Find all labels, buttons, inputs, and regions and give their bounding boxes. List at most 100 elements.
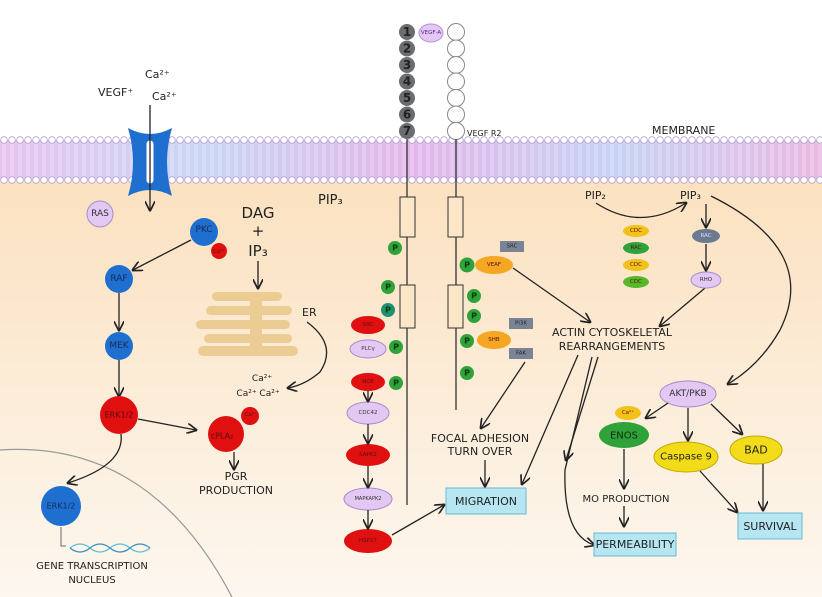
svg-text:P: P	[471, 292, 477, 301]
svg-text:RAC: RAC	[630, 245, 641, 251]
src-box	[500, 241, 524, 252]
svg-text:RAS: RAS	[91, 209, 109, 219]
actin-label: ACTIN CYTOSKELETAL	[552, 326, 673, 339]
svg-text:6: 6	[403, 108, 411, 122]
no-production-label: MO PRODUCTION	[583, 494, 670, 505]
svg-text:Ca²⁺: Ca²⁺	[245, 411, 257, 418]
svg-text:SHB: SHB	[488, 337, 500, 343]
svg-text:CDC: CDC	[630, 262, 642, 268]
survival-label: SURVIVAL	[743, 520, 797, 533]
svg-text:VEGF-A: VEGF-A	[421, 30, 442, 36]
survival-box	[737, 512, 803, 540]
membrane-label: MEMBRANE	[652, 124, 715, 137]
nucleus-envelope	[0, 448, 233, 597]
permeability-box	[593, 532, 677, 557]
pip2-label: PIP₂	[585, 189, 606, 202]
vegf-a-ligand	[418, 23, 444, 43]
svg-text:PI3K: PI3K	[515, 321, 527, 327]
svg-text:P: P	[464, 337, 470, 346]
svg-text:CDC42: CDC42	[359, 410, 378, 416]
receptor-domains: 1 2 3 4 5 6 7	[399, 24, 415, 139]
endoplasmic-reticulum	[196, 292, 298, 356]
nucleus-label: NUCLEUS	[68, 575, 115, 586]
svg-text:2: 2	[403, 42, 411, 56]
focal-adhesion-label: FOCAL ADHESION	[431, 432, 529, 445]
plus-label: +	[252, 222, 265, 240]
rho-node	[690, 271, 722, 289]
caspase9-node	[653, 441, 719, 473]
svg-text:SAPK2: SAPK2	[359, 452, 377, 458]
enos-node	[599, 422, 649, 448]
receptor-domains-empty	[447, 23, 465, 140]
dna-helix-icon	[69, 543, 151, 553]
svg-text:AKT/PKB: AKT/PKB	[669, 389, 706, 399]
permeability-label: PERMEABILITY	[596, 538, 675, 551]
plcg-node	[349, 339, 387, 359]
raf-node	[105, 265, 133, 293]
gene-transcription-label: GENE TRANSCRIPTION	[36, 561, 148, 572]
svg-text:Ca²⁺: Ca²⁺	[622, 409, 634, 416]
svg-text:RAC: RAC	[700, 233, 711, 239]
svg-text:PKC: PKC	[195, 225, 212, 235]
vegfr2-label: VEGF R2	[467, 129, 502, 138]
svg-text:3: 3	[403, 58, 411, 72]
src-node	[351, 316, 385, 334]
sapk2-node	[346, 444, 390, 466]
vegf-adapter-node	[475, 256, 513, 274]
svg-text:5: 5	[403, 91, 411, 105]
svg-text:cPLA₂: cPLA₂	[211, 432, 234, 441]
svg-text:CDC: CDC	[630, 228, 642, 234]
pip3-label: PIP₃	[318, 193, 343, 208]
pi3k-box	[509, 318, 533, 329]
svg-text:SRC: SRC	[363, 322, 374, 328]
migration-box	[445, 487, 527, 515]
cpla2-ca-node	[241, 407, 259, 425]
svg-text:FAK: FAK	[516, 351, 526, 357]
bad-node	[729, 435, 783, 465]
fak-box	[509, 348, 533, 359]
dag-label: DAG	[242, 204, 275, 222]
svg-text:HSP27: HSP27	[359, 538, 377, 544]
mek-node	[105, 332, 133, 360]
svg-text:PLCγ: PLCγ	[361, 346, 375, 352]
svg-text:VEAF: VEAF	[487, 262, 501, 268]
phospho-sites: P P P P P P P P P P	[381, 241, 481, 390]
svg-text:Ca²⁺: Ca²⁺	[213, 248, 225, 255]
svg-text:ERK1/2: ERK1/2	[105, 411, 134, 420]
svg-text:7: 7	[403, 124, 411, 138]
svg-text:P: P	[464, 261, 470, 270]
cell-membrane	[0, 136, 822, 184]
actin-label-2: REARRANGEMENTS	[559, 340, 666, 353]
ca-release-label: Ca²⁺	[252, 374, 272, 384]
svg-text:RHO: RHO	[700, 277, 713, 283]
svg-text:Caspase 9: Caspase 9	[660, 452, 712, 463]
svg-text:P: P	[392, 244, 398, 253]
hsp27-node	[344, 529, 392, 553]
pgr-label: PGR	[225, 470, 248, 483]
ca-ion-label-2: Ca²⁺	[152, 90, 177, 103]
svg-text:P: P	[471, 312, 477, 321]
svg-text:4: 4	[403, 75, 411, 89]
svg-text:ENOS: ENOS	[610, 431, 638, 442]
svg-text:NCK: NCK	[362, 379, 374, 385]
cpla2-node	[208, 416, 244, 452]
pkc-node	[190, 218, 218, 246]
svg-text:ERK1/2: ERK1/2	[47, 502, 76, 511]
shb-node	[477, 331, 511, 349]
pip3-label-right: PIP₃	[680, 189, 701, 202]
svg-text:MAPKAPK2: MAPKAPK2	[355, 496, 382, 502]
svg-text:P: P	[385, 306, 391, 315]
er-label: ER	[302, 306, 317, 319]
pkc-ca-node	[211, 243, 227, 259]
svg-text:1: 1	[403, 25, 411, 39]
ras-node	[86, 200, 114, 228]
svg-text:P: P	[393, 343, 399, 352]
production-label: PRODUCTION	[199, 484, 273, 497]
vegf-label: VEGF⁺	[98, 86, 133, 99]
svg-text:P: P	[464, 369, 470, 378]
ca-ion-label: Ca²⁺	[145, 68, 170, 81]
migration-label: MIGRATION	[455, 495, 517, 508]
svg-text:CDC: CDC	[630, 279, 642, 285]
svg-text:MEK: MEK	[109, 341, 129, 351]
